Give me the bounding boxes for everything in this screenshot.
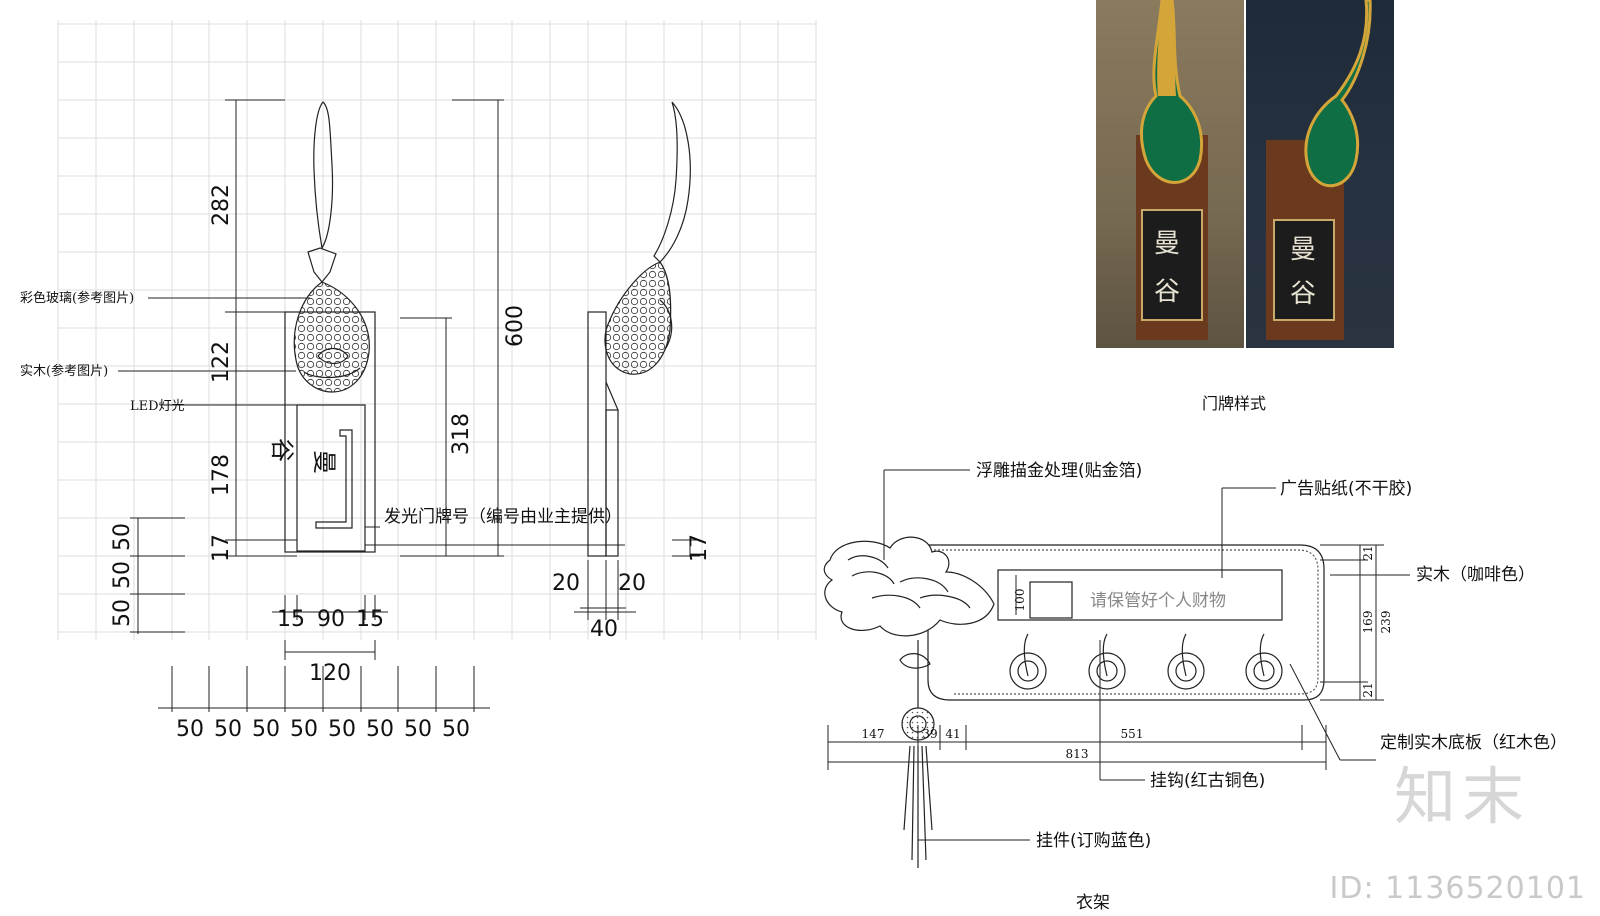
- dim-grid-50: 50: [366, 717, 394, 742]
- label-colored-glass: 彩色玻璃(参考图片): [20, 290, 134, 306]
- label-base-board: 定制实木底板（红木色）: [1380, 733, 1567, 753]
- rack-caption: 衣架: [1076, 893, 1110, 913]
- front-dim-text: 282 122 178 17 318 600 15 90 15 120 50 5…: [110, 184, 528, 742]
- dim-600: 600: [503, 305, 528, 347]
- hooks: [1009, 633, 1283, 690]
- dim-178: 178: [209, 454, 234, 496]
- side-dim-text: 20 20 40 17: [552, 534, 712, 642]
- label-solid-wood-coffee: 实木（咖啡色）: [1416, 565, 1535, 585]
- dim-side-17: 17: [687, 534, 712, 562]
- dim-rack-21a: 21: [1361, 545, 1375, 560]
- dim-side-20a: 20: [552, 571, 580, 596]
- dim-rack-169: 169: [1361, 611, 1375, 634]
- dim-rack-41: 41: [945, 727, 960, 741]
- dim-left-50a: 50: [110, 523, 135, 551]
- number-bracket: [315, 429, 353, 529]
- label-luminous-number: 发光门牌号（编号由业主提供）: [384, 507, 622, 527]
- label-solid-wood: 实木(参考图片): [20, 363, 108, 379]
- side-neck: [653, 101, 691, 263]
- dim-rack-551: 551: [1121, 727, 1144, 741]
- photo-right-char-1: 曼: [1290, 235, 1316, 265]
- rack-base-board: [927, 544, 1325, 701]
- dim-grid-50: 50: [290, 717, 318, 742]
- dim-left-50c: 50: [110, 599, 135, 627]
- dim-282: 282: [209, 184, 234, 226]
- front-sign-char-1: 曼: [310, 450, 338, 474]
- label-sticker: 广告贴纸(不干胶): [1280, 479, 1412, 499]
- dim-grid-50: 50: [176, 717, 204, 742]
- dim-w90: 90: [317, 607, 345, 632]
- peacock-head: [307, 247, 337, 283]
- label-gilding: 浮雕描金处理(贴金箔): [976, 461, 1142, 481]
- dim-grid-50: 50: [442, 717, 470, 742]
- dim-w15a: 15: [277, 607, 305, 632]
- rack-label-text: 浮雕描金处理(贴金箔) 广告贴纸(不干胶) 实木（咖啡色） 定制实木底板（红木色…: [976, 461, 1567, 913]
- sticker-icon-box: [1029, 581, 1073, 619]
- dim-rack-147: 147: [862, 727, 885, 741]
- rack-dim-text: 100 147 39 41 551 813 21 169 239 21: [862, 545, 1393, 761]
- photo-caption: 门牌样式: [1202, 394, 1267, 413]
- reference-photo-left: 曼 谷: [1096, 0, 1244, 348]
- dim-w120: 120: [309, 661, 351, 686]
- reference-photo-right: 曼 谷: [1246, 0, 1394, 348]
- dim-rack-21b: 21: [1361, 682, 1375, 697]
- dim-grid-50: 50: [328, 717, 356, 742]
- photo-right-char-2: 谷: [1290, 279, 1316, 309]
- dim-grid-50: 50: [252, 717, 280, 742]
- dim-rack-100: 100: [1013, 589, 1027, 612]
- dim-grid-50: 50: [214, 717, 242, 742]
- dim-side-20b: 20: [618, 571, 646, 596]
- photo-left-char-2: 谷: [1154, 277, 1180, 307]
- front-view: [284, 101, 376, 553]
- dim-318: 318: [449, 413, 474, 455]
- front-dim-lines: [130, 99, 504, 712]
- dim-w15b: 15: [356, 607, 384, 632]
- side-dim-lines: [574, 539, 700, 620]
- rack-dim-lines: [827, 544, 1384, 770]
- label-pendant: 挂件(订购蓝色): [1036, 831, 1151, 851]
- label-hook: 挂钩(红古铜色): [1150, 771, 1265, 791]
- dim-rack-813: 813: [1066, 747, 1089, 761]
- dim-17: 17: [209, 534, 234, 562]
- sticker-panel: [997, 569, 1283, 621]
- dim-rack-39: 39: [922, 727, 937, 741]
- label-led-light: LED灯光: [130, 399, 185, 414]
- pendant-tassel: [903, 745, 933, 868]
- reference-grid: [57, 20, 817, 640]
- photo-left-char-1: 曼: [1154, 229, 1180, 259]
- wood-backplate: [284, 311, 376, 553]
- dim-left-50b: 50: [110, 561, 135, 589]
- side-view: [587, 101, 691, 557]
- coat-rack: [823, 536, 1325, 868]
- dim-122: 122: [209, 341, 234, 383]
- front-sign-char-2: 谷: [268, 438, 296, 462]
- glass-body: [293, 281, 370, 393]
- sign-panel: [296, 404, 366, 552]
- rack-leaders: [883, 469, 1410, 841]
- watermark-id: ID: 1136520101: [1329, 871, 1586, 906]
- dim-grid-50: 50: [404, 717, 432, 742]
- dim-side-40: 40: [590, 617, 618, 642]
- peacock-neck: [313, 101, 334, 250]
- rack-sign-text: 请保管好个人财物: [1090, 591, 1226, 611]
- watermark-logo: 知末: [1393, 760, 1530, 833]
- side-body: [604, 261, 672, 375]
- cloud-relief: [823, 536, 995, 637]
- dim-rack-239: 239: [1379, 611, 1393, 634]
